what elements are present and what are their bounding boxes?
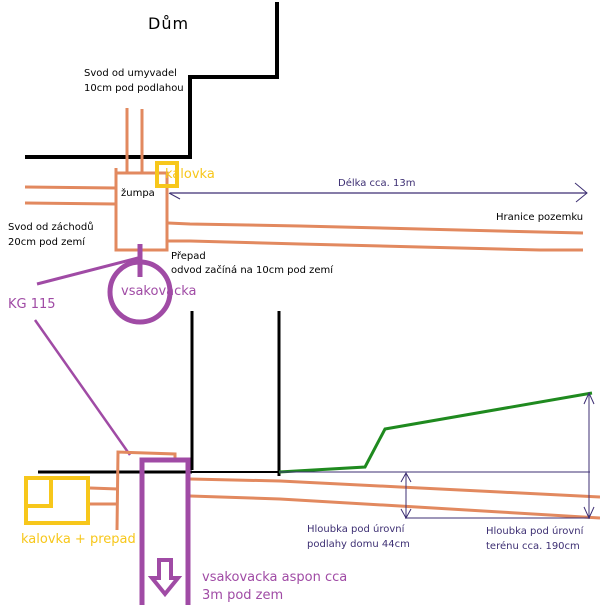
dim-floor-arrow-up [400, 471, 412, 483]
soakaway-bottom-label-1: vsakovacka aspon cca [202, 570, 348, 585]
depth-floor-label-1: Hloubka pod úrovní [307, 524, 405, 535]
depth-floor-label-2: podlahy domu 44cm [307, 539, 410, 550]
dim-terrain-arrow-down [583, 506, 595, 520]
length-label: Délka cca. 13m [338, 178, 416, 189]
overflow-pipe-2 [168, 239, 583, 252]
kg-pointer-top [36, 256, 139, 286]
property-border-label: Hranice pozemku [496, 212, 584, 223]
depth-terrain-label-1: Hloubka pod úrovní [486, 526, 584, 537]
zumpa-tank [114, 168, 169, 252]
kalovka-prepad-label: kalovka + prepad [21, 532, 136, 547]
kg-pointer-bottom [33, 319, 132, 456]
left-arrow-icon [168, 192, 181, 200]
kalovka-pipe-1 [89, 486, 119, 491]
right-arrow-icon [574, 182, 588, 203]
zumpa-label: žumpa [121, 188, 155, 199]
dim-floor-arrow-down [400, 508, 412, 520]
side-pipe-1 [189, 477, 600, 499]
down-arrow-icon [147, 558, 183, 598]
toilet-drain-label-1: Svod od záchodů [8, 222, 94, 233]
kg-label: KG 115 [8, 297, 56, 312]
terrain-line [278, 391, 593, 474]
sink-drain-label-1: Svod od umyvadel [84, 68, 177, 79]
sink-drain-label-2: 10cm pod podlahou [84, 83, 184, 94]
depth-terrain-label-2: terénu cca. 190cm [486, 541, 580, 552]
overflow-label-2: odvod začíná na 10cm pod zemí [171, 265, 334, 276]
dim-terrain-arrow-up [583, 391, 595, 405]
vertical-riser [115, 450, 177, 531]
toilet-drain-label-2: 20cm pod zemí [8, 237, 86, 248]
soakaway-bottom-label-2: 3m pod zem [202, 588, 284, 603]
kalovka-prepad-box [24, 476, 90, 525]
overflow-pipe-1 [167, 221, 584, 235]
kalovka-top-label: kalovka [165, 167, 215, 182]
toilet-pipe-1 [24, 185, 117, 190]
kalovka-top-box [155, 161, 179, 188]
house-wall-top [25, 2, 279, 159]
soakaway-circle [107, 259, 173, 325]
overflow-label-1: Přepad [171, 251, 206, 262]
toilet-pipe-2 [24, 201, 117, 206]
soakaway-shaft [139, 457, 191, 605]
soakaway-top-label: vsakovacka [121, 284, 197, 299]
side-pipe-2 [189, 494, 600, 520]
kalovka-prepad-inner [26, 478, 53, 508]
house-label: Dům [148, 14, 190, 33]
